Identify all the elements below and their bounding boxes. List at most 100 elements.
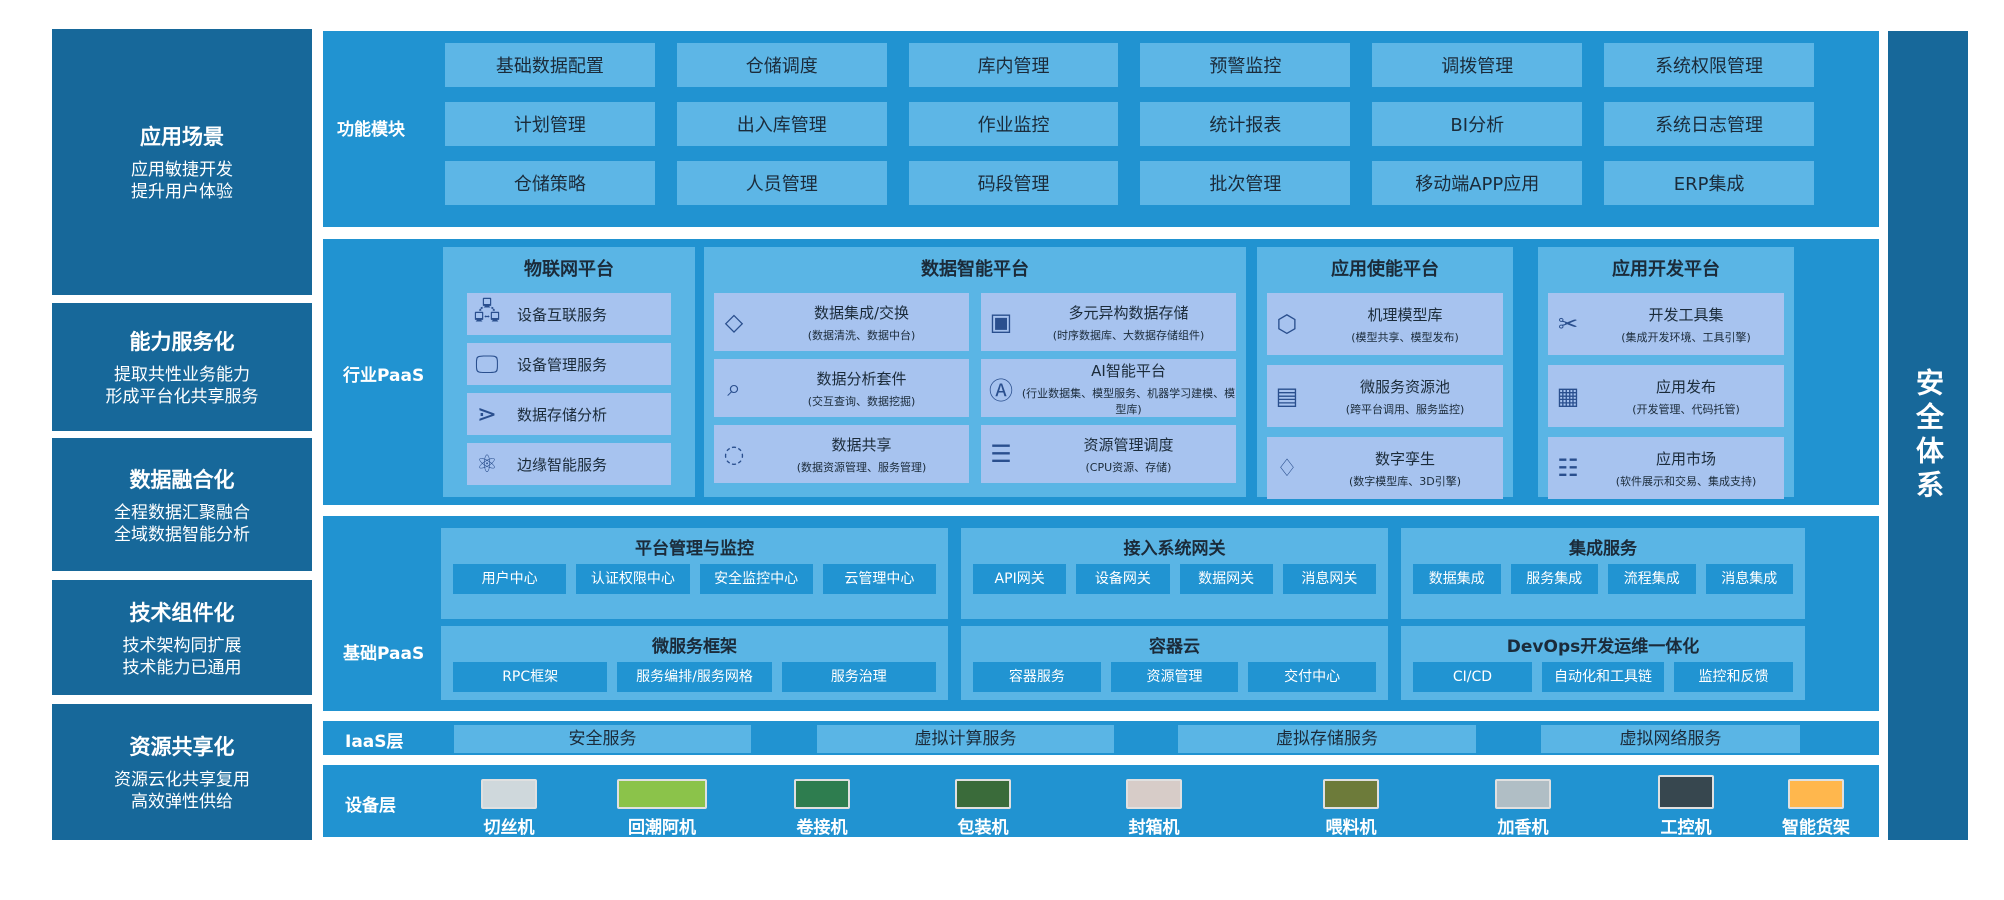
function-module-button[interactable]: 仓储调度 — [676, 43, 887, 87]
platform-card[interactable]: ⌕数据分析套件(交互查询、数据挖掘) — [714, 359, 969, 417]
left-section-line: 全域数据智能分析 — [114, 524, 250, 545]
card-text: 设备互联服务 — [507, 304, 671, 325]
function-modules-band: 功能模块 基础数据配置仓储调度库内管理预警监控调拨管理系统权限管理计划管理出入库… — [323, 31, 1879, 227]
platform-card[interactable]: ⬡机理模型库(模型共享、模型发布) — [1267, 293, 1503, 355]
function-module-button[interactable]: 调拨管理 — [1372, 43, 1583, 87]
function-module-button[interactable]: ERP集成 — [1604, 161, 1814, 205]
block-item[interactable]: 交付中心 — [1248, 662, 1377, 692]
function-module-button[interactable]: 系统日志管理 — [1604, 102, 1814, 146]
function-module-button[interactable]: 出入库管理 — [676, 102, 887, 146]
device-image-shape — [1788, 779, 1844, 809]
platform-card[interactable]: ◇数据集成/交换(数据清洗、数据中台) — [714, 293, 969, 351]
card-text: 数据共享(数据资源管理、服务管理) — [754, 434, 969, 475]
block-item[interactable]: CI/CD — [1413, 662, 1532, 692]
block-item[interactable]: 监控和反馈 — [1674, 662, 1793, 692]
block-items: CI/CD 自动化和工具链监控和反馈 — [1413, 662, 1793, 692]
card-name: 数据共享 — [831, 435, 892, 454]
iaas-item[interactable]: 虚拟计算服务 — [817, 725, 1114, 753]
platform-card[interactable]: ⚛边缘智能服务 — [467, 443, 671, 485]
list-icon: ☷ — [1557, 454, 1579, 482]
device-name: 工控机 — [1660, 818, 1712, 838]
platform-2: 数据智能平台◇数据集成/交换(数据清洗、数据中台)▣多元异构数据存储(时序数据库… — [704, 247, 1246, 497]
block-item[interactable]: 数据网关 — [1179, 564, 1273, 594]
block-item[interactable]: 服务集成 — [1510, 564, 1598, 594]
platform-card[interactable]: ▦应用发布(开发管理、代码托管) — [1548, 365, 1784, 427]
block-item[interactable]: 消息网关 — [1282, 564, 1376, 594]
left-section-card: 资源共享化资源云化共享复用高效弹性供给 — [52, 704, 312, 840]
function-module-button[interactable]: BI分析 — [1372, 102, 1583, 146]
platform-card[interactable]: ⋗数据存储分析 — [467, 393, 671, 435]
block-item[interactable]: 数据集成 — [1413, 564, 1501, 594]
device-network-icon: 🖧 — [473, 296, 501, 325]
apps-icon: ▦ — [1556, 382, 1580, 410]
device-machine-icon — [1756, 767, 1876, 809]
function-module-button[interactable]: 统计报表 — [1140, 102, 1351, 146]
platform-card[interactable]: ◌数据共享(数据资源管理、服务管理) — [714, 425, 969, 483]
block-item[interactable]: 资源管理 — [1110, 662, 1239, 692]
iaas-item[interactable]: 虚拟网络服务 — [1541, 725, 1800, 753]
left-section-title: 数据融合化 — [129, 467, 235, 492]
block-item[interactable]: 云管理中心 — [822, 564, 936, 594]
iaas-item[interactable]: 安全服务 — [454, 725, 751, 753]
function-module-button[interactable]: 作业监控 — [908, 102, 1119, 146]
left-section-line: 应用敏捷开发 — [131, 160, 233, 180]
block-item[interactable]: 容器服务 — [973, 662, 1101, 692]
block-items: 用户中心认证权限中心安全监控中心云管理中心 — [453, 564, 936, 594]
card-name: 数字孪生 — [1374, 449, 1435, 468]
block-item[interactable]: 流程集成 — [1608, 564, 1696, 594]
card-text: 应用市场(软件展示和交易、集成支持) — [1588, 448, 1784, 489]
platform-card[interactable]: ☰ 资源管理调度 (CPU资源、存储) — [981, 425, 1236, 483]
industry-paas-label: 行业PaaS — [343, 366, 425, 386]
platform-card[interactable]: ♢数字孪生(数字模型库、3D引擎) — [1267, 437, 1503, 499]
device-machine-icon — [1463, 767, 1583, 809]
function-module-button[interactable]: 库内管理 — [908, 43, 1119, 87]
floppy-icon: ▣ — [989, 308, 1013, 336]
block-item[interactable]: 服务编排/服务网格 — [617, 662, 772, 692]
device-item: 封箱机 — [1094, 767, 1214, 838]
platform-card[interactable]: ☷ 应用市场(软件展示和交易、集成支持) — [1548, 437, 1784, 499]
device-machine-icon — [762, 767, 882, 809]
left-section-title: 资源共享化 — [129, 735, 235, 759]
left-section-line: 全程数据汇聚融合 — [114, 502, 250, 523]
block-items: 容器服务资源管理交付中心 — [973, 662, 1377, 692]
block-item[interactable]: RPC框架 — [453, 662, 608, 692]
iaas-item[interactable]: 虚拟存储服务 — [1178, 725, 1476, 753]
function-module-button[interactable]: 码段管理 — [908, 161, 1119, 205]
left-section-title: 应用场景 — [140, 125, 224, 149]
monitor-icon: 🖵 — [475, 350, 499, 378]
function-module-button[interactable]: 仓储策略 — [445, 161, 655, 205]
platform-card[interactable]: 🖧 设备互联服务 — [467, 293, 671, 335]
platform-card[interactable]: ▤微服务资源池(跨平台调用、服务监控) — [1267, 365, 1503, 427]
function-module-button[interactable]: 人员管理 — [676, 161, 887, 205]
card-subtitle: (集成开发环境、工具引擎) — [1621, 330, 1751, 344]
function-module-button[interactable]: 批次管理 — [1140, 161, 1351, 205]
block-item[interactable]: 设备网关 — [1076, 564, 1170, 594]
platform-card[interactable]: ▣多元异构数据存储(时序数据库、大数据存储组件) — [981, 293, 1236, 351]
card-text: 数据集成/交换(数据清洗、数据中台) — [754, 302, 969, 343]
card-text: 资源管理调度 (CPU资源、存储) — [1021, 434, 1236, 475]
device-image-shape — [955, 779, 1011, 809]
block-item[interactable]: 认证权限中心 — [576, 564, 690, 594]
function-module-button[interactable]: 计划管理 — [445, 102, 655, 146]
block-item[interactable]: 自动化和工具链 — [1542, 662, 1664, 692]
block-item[interactable]: 服务治理 — [781, 662, 936, 692]
card-subtitle: (时序数据库、大数据存储组件) — [1052, 328, 1205, 342]
device-name: 加香机 — [1497, 818, 1549, 838]
block-item[interactable]: 安全监控中心 — [699, 564, 813, 594]
card-subtitle: (CPU资源、存储) — [1085, 460, 1172, 474]
function-module-button[interactable]: 移动端APP应用 — [1372, 161, 1583, 205]
block-item[interactable]: API网关 — [973, 564, 1067, 594]
function-module-button[interactable]: 基础数据配置 — [445, 43, 655, 87]
server-icon: ☰ — [990, 440, 1012, 468]
card-name: 资源管理调度 — [1083, 435, 1174, 454]
platform-card[interactable]: ✂开发工具集(集成开发环境、工具引擎) — [1548, 293, 1784, 355]
platform-card[interactable]: 🖵设备管理服务 — [467, 343, 671, 385]
function-module-button[interactable]: 系统权限管理 — [1604, 43, 1814, 87]
block-item[interactable]: 用户中心 — [453, 564, 567, 594]
left-section-line: 提升用户体验 — [131, 182, 233, 202]
function-module-button[interactable]: 预警监控 — [1140, 43, 1351, 87]
card-name: 应用市场 — [1655, 449, 1716, 468]
block-item[interactable]: 消息集成 — [1705, 564, 1793, 594]
